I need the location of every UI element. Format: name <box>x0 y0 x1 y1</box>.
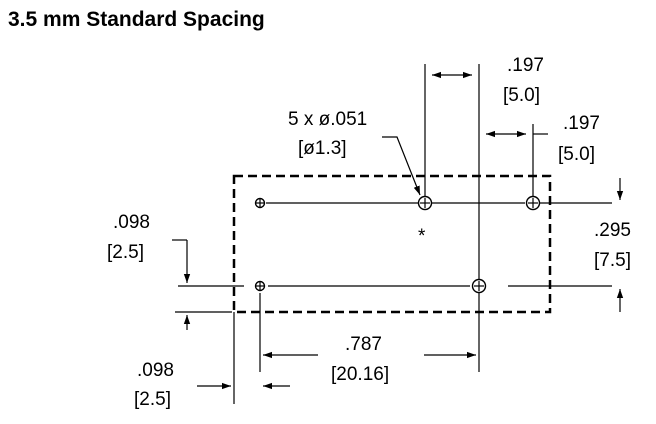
pin-hole-small <box>254 280 266 292</box>
pin-hole-small <box>254 197 266 209</box>
dim-top-1-inch: .197 <box>507 55 544 76</box>
dim-top-2-inch: .197 <box>563 113 600 134</box>
dim-right-mm: [7.5] <box>594 250 631 271</box>
pin-hole <box>525 195 541 211</box>
relay-outline <box>232 174 552 314</box>
dim-bottom-mm: [20.16] <box>331 364 389 385</box>
dim-top-2-mm: [5.0] <box>558 144 595 165</box>
page-title: 3.5 mm Standard Spacing <box>8 8 265 31</box>
dim-left-lower-mm: [2.5] <box>134 389 171 410</box>
pin-hole <box>471 278 487 294</box>
dim-right-inch: .295 <box>594 220 631 241</box>
dim-top-1-mm: [5.0] <box>503 85 540 106</box>
marker-asterisk: * <box>418 226 426 247</box>
dim-left-upper-mm: [2.5] <box>107 242 144 263</box>
holes-callout-inch: 5 x ø.051 <box>288 109 367 130</box>
dim-bottom-inch: .787 <box>345 334 382 355</box>
dim-left-upper-inch: .098 <box>113 212 150 233</box>
holes-callout-mm: [ø1.3] <box>298 138 347 159</box>
pin-hole <box>417 195 433 211</box>
callout-leader <box>382 136 421 196</box>
dim-left-lower-inch: .098 <box>137 360 174 381</box>
